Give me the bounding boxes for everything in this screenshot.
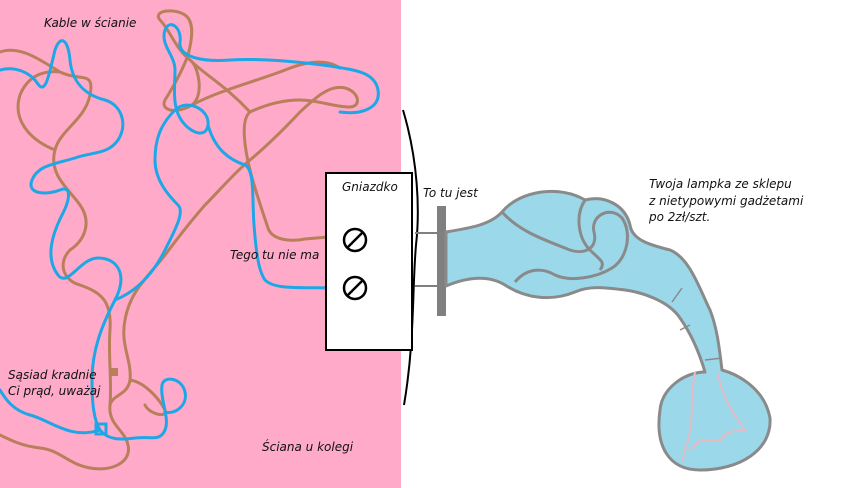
- brown-cable: [0, 9, 359, 471]
- label-wall: Ściana u kolegi: [262, 440, 354, 454]
- blue-cable: [0, 23, 380, 441]
- socket-terminals: [342, 227, 368, 301]
- plug-body: [437, 206, 446, 316]
- wall-edge-curve: [402, 109, 419, 406]
- label-cables: Kable w ścianie: [44, 16, 137, 30]
- blue-tap-square: [94, 422, 108, 436]
- label-socket: Gniazdko: [342, 180, 398, 194]
- label-lamp-line2: z nietypowymi gadżetami: [649, 194, 804, 208]
- brown-tap-square: [110, 368, 118, 376]
- lamp-body: [444, 189, 772, 472]
- lamp-knot: [500, 199, 629, 284]
- label-neighbor-line2: Ci prąd, uważaj: [8, 384, 101, 398]
- screw-terminal-bottom: [342, 275, 368, 301]
- label-not-here: Tego tu nie ma: [230, 248, 320, 262]
- label-lamp-line3: po 2zł/szt.: [649, 210, 711, 224]
- label-here: To tu jest: [423, 186, 478, 200]
- lamp-filament: [681, 371, 747, 463]
- label-lamp-line1: Twoja lampka ze sklepu: [649, 177, 792, 191]
- label-neighbor-line1: Sąsiad kradnie: [8, 368, 97, 382]
- lamp-neck-lines: [671, 287, 723, 361]
- screw-terminal-top: [342, 227, 368, 253]
- socket-box: [325, 172, 413, 351]
